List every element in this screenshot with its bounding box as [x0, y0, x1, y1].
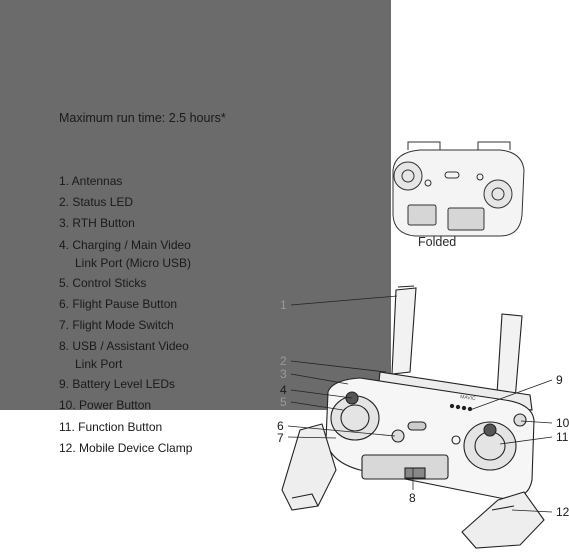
legend-item: 5. Control Sticks — [59, 275, 147, 290]
callout-8: 8 — [409, 491, 416, 505]
legend-item: 10. Power Button — [59, 398, 152, 413]
callout-lines — [287, 295, 553, 513]
callout-7: 7 — [277, 431, 284, 445]
component-legend: 1. Antennas 2. Status LED 3. RTH Button … — [59, 174, 192, 462]
callout-5: 5 — [280, 395, 287, 409]
callout-6: 6 — [277, 419, 284, 433]
legend-item: 2. Status LED — [59, 195, 134, 210]
callout-4: 4 — [280, 383, 287, 397]
legend-item: 7. Flight Mode Switch — [59, 317, 174, 332]
callout-11: 11 — [556, 430, 569, 444]
max-run-time-text: Maximum run time: 2.5 hours* — [59, 111, 226, 125]
main-controller-drawing — [281, 285, 545, 549]
legend-item: 12. Mobile Device Clamp — [59, 440, 193, 455]
dark-overlay-panel — [0, 0, 391, 410]
callout-9: 9 — [556, 373, 563, 387]
legend-item: 3. RTH Button — [59, 216, 135, 231]
folded-controller-drawing — [392, 141, 525, 237]
callout-2: 2 — [280, 354, 287, 368]
callout-3: 3 — [280, 367, 287, 381]
legend-item: 1. Antennas — [59, 174, 123, 188]
legend-item: 9. Battery Level LEDs — [59, 377, 176, 392]
callout-10: 10 — [556, 416, 569, 430]
legend-item: 11. Function Button — [59, 419, 163, 434]
legend-item: 6. Flight Pause Button — [59, 296, 178, 311]
callout-12: 12 — [556, 505, 569, 519]
callout-1: 1 — [280, 298, 287, 312]
folded-caption: Folded — [418, 235, 457, 249]
device-brand-label: MAVIC — [460, 394, 477, 402]
